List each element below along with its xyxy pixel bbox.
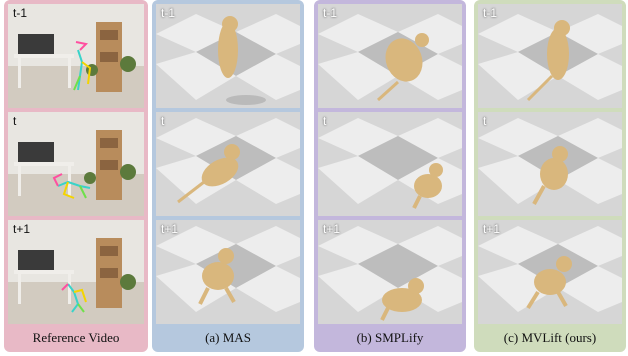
mas-frame-t: t bbox=[156, 112, 300, 216]
frame-label: t-1 bbox=[161, 6, 176, 20]
lion-render-image bbox=[156, 4, 300, 108]
column-caption: (a) MAS bbox=[205, 330, 251, 345]
column-caption: Reference Video bbox=[32, 330, 120, 345]
lion-render-image bbox=[156, 220, 300, 324]
frame-label: t+1 bbox=[161, 222, 179, 236]
lion-render-image bbox=[478, 4, 622, 108]
reference-frame-t: t bbox=[8, 112, 144, 216]
mvlift-frame-t: t bbox=[478, 112, 622, 216]
room-scene-image bbox=[8, 220, 144, 324]
smplify-frame-t: t bbox=[318, 112, 462, 216]
mvlift-frame-t-minus-1: t-1 bbox=[478, 4, 622, 108]
lion-render-image bbox=[318, 4, 462, 108]
frame-label: t-1 bbox=[483, 6, 498, 20]
frame-label: t bbox=[13, 114, 17, 128]
frame-label: t bbox=[161, 114, 165, 128]
mas-column: t-1 t bbox=[152, 0, 304, 352]
frame-label: t bbox=[323, 114, 327, 128]
room-scene-image bbox=[8, 4, 144, 108]
frame-label: t+1 bbox=[323, 222, 341, 236]
frame-label: t-1 bbox=[13, 6, 28, 20]
frame-label: t bbox=[483, 114, 487, 128]
room-scene-image bbox=[8, 112, 144, 216]
column-caption: (c) MVLift (ours) bbox=[503, 330, 597, 345]
lion-render-image bbox=[478, 112, 622, 216]
smplify-frame-t-plus-1: t+1 bbox=[318, 220, 462, 324]
reference-frame-t-plus-1: t+1 bbox=[8, 220, 144, 324]
lion-render-image bbox=[318, 220, 462, 324]
column-caption: (b) SMPLify bbox=[356, 330, 424, 345]
frame-label: t+1 bbox=[483, 222, 501, 236]
mas-frame-t-minus-1: t-1 bbox=[156, 4, 300, 108]
smplify-column: t-1 t bbox=[314, 0, 466, 352]
reference-frame-t-minus-1: t-1 bbox=[8, 4, 144, 108]
smplify-frame-t-minus-1: t-1 bbox=[318, 4, 462, 108]
mas-frame-t-plus-1: t+1 bbox=[156, 220, 300, 324]
frame-label: t+1 bbox=[13, 222, 31, 236]
mvlift-column: t-1 t bbox=[474, 0, 626, 352]
mvlift-frame-t-plus-1: t+1 bbox=[478, 220, 622, 324]
lion-render-image bbox=[478, 220, 622, 324]
lion-render-image bbox=[156, 112, 300, 216]
reference-video-column: t-1 t bbox=[4, 0, 148, 352]
frame-label: t-1 bbox=[323, 6, 338, 20]
lion-render-image bbox=[318, 112, 462, 216]
